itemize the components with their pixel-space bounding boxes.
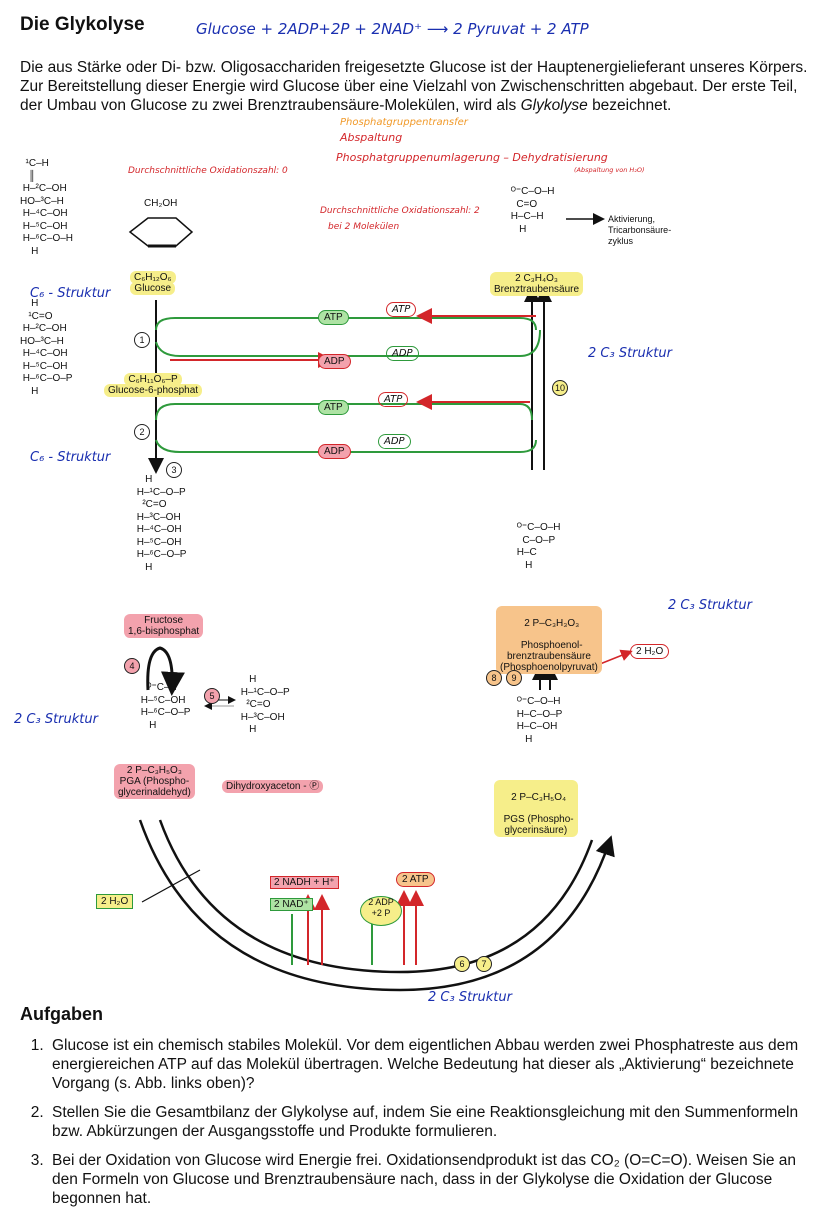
dhap-label: Dihydroxyaceton - Ⓟ	[222, 780, 324, 793]
annotation-oxidation-zero: Durchschnittliche Oxidationszahl: 0	[128, 166, 288, 176]
task-item: Glucose ist ein chemisch stabiles Molekü…	[48, 1036, 810, 1093]
adp-pill-lower: ADP	[318, 444, 351, 459]
glycolysis-pathway-diagram	[138, 213, 633, 992]
intro-paragraph: Die aus Stärke oder Di- bzw. Oligosaccha…	[20, 59, 808, 114]
tasks-heading: Aufgaben	[20, 1004, 103, 1024]
annotation-c6-structure-2: C₆ - Struktur	[30, 450, 111, 465]
g6p-label: C₆H₁₁O₆–P Glucose-6-phosphat	[104, 373, 203, 397]
glucose-ring-label: CH₂OH	[144, 198, 178, 209]
fructose-chain-structure: H H–¹C–O–P ²C=O H–³C–OH H–⁴C–OH H–⁵C–OH …	[136, 474, 187, 573]
step-1-marker: 1	[134, 332, 150, 348]
pgs-chain-structure: ᴼ⁼C–O–H H–C–O–P H–C–OH H	[516, 696, 563, 745]
loop-green-upper-2	[155, 329, 541, 357]
annotation-c3-structure-right: 2 C₃ Struktur	[588, 346, 672, 361]
pyruvate-label: 2 C₃H₄O₃ Brenztraubensäure	[490, 272, 584, 296]
arrow-cleavage	[146, 646, 185, 696]
atp-pill-upper: ATP	[318, 310, 349, 325]
step-8-marker: 8	[486, 670, 502, 686]
pga-label: 2 P–C₃H₅O₃ PGA (Phospho- glycerinaldehyd…	[114, 764, 195, 799]
step-9-marker: 9	[506, 670, 522, 686]
g6p-chain-structure: H ¹C=O H–²C–OH HO–³C–H H–⁴C–OH H–⁵C–OH H…	[20, 298, 73, 397]
curve-pga-to-pgs-a	[138, 819, 615, 992]
nad-box: 2 NAD⁺	[270, 898, 313, 911]
annotation-wasser: (Abspaltung von H₂O)	[574, 166, 645, 174]
h2o-box-left: 2 H₂O	[96, 894, 134, 909]
annotation-c3-structure-right-2: 2 C₃ Struktur	[668, 598, 752, 613]
activation-label: Aktivierung, Tricarbonsäure- zyklus	[608, 214, 672, 246]
adp-bubble: 2 ADP +2 P	[360, 896, 402, 926]
gap-chain-structure: ᴼ⁼C–H H–⁵C–OH H–⁶C–O–P H	[140, 682, 191, 731]
task-item: Bei der Oxidation von Glucose wird Energ…	[48, 1151, 810, 1208]
pgs-label: 2 P–C₃H₅O₄ PGS (Phospho- glycerinsäure)	[494, 780, 578, 837]
curve-pga-to-pgs-b	[158, 819, 594, 974]
atp-bubble: 2 ATP	[396, 872, 435, 887]
h2o-box-right: 2 H₂O	[630, 644, 670, 659]
step-6-marker: 6	[454, 956, 470, 972]
page-title: Die Glykolyse	[20, 14, 145, 35]
step-7-marker: 7	[476, 956, 492, 972]
annotation-abspaltung: Abspaltung	[340, 131, 403, 144]
pyruvate-chain-structure: ᴼ⁼C–O–H C=O H–C–H H	[510, 186, 555, 235]
glucose-label: C₆H₁₂O₆ Glucose	[130, 271, 176, 295]
atp-handwritten-upper: ATP	[386, 302, 417, 317]
tasks-list: Glucose ist ein chemisch stabiles Molekü…	[20, 1036, 810, 1218]
adp-pill-upper: ADP	[318, 354, 351, 369]
step-10-marker: 10	[552, 380, 568, 396]
annotation-c3-structure-left: 2 C₃ Struktur	[14, 712, 98, 727]
annotation-c3-structure-bottom: 2 C₃ Struktur	[428, 990, 512, 1005]
annotation-c6-structure-1: C₆ - Struktur	[30, 286, 111, 301]
adp-handwritten-lower: ADP	[378, 434, 411, 449]
glucose-chain-structure: ¹C–H ║ H–²C–OH HO–³C–H H–⁴C–OH H–⁵C–OH H…	[20, 158, 74, 257]
pep-label: 2 P–C₃H₃O₃ Phosphoenol- brenztraubensäur…	[496, 606, 602, 674]
annotation-phosphate-transfer: Phosphatgruppentransfer	[340, 117, 468, 128]
step-2-marker: 2	[134, 424, 150, 440]
step-4-marker: 4	[124, 658, 140, 674]
nadh-box: 2 NADH + H⁺	[270, 876, 339, 889]
annotation-oxidation-two: Durchschnittliche Oxidationszahl: 2	[320, 206, 480, 216]
annotation-umlagerung: Phosphatgruppenumlagerung – Dehydratisie…	[336, 151, 608, 164]
fructose-label: Fructose 1,6-bisphosphat	[124, 614, 204, 638]
dhap-chain-structure: H H–¹C–O–P ²C=O H–³C–OH H	[240, 674, 290, 735]
task-item: Stellen Sie die Gesamtbilanz der Glykoly…	[48, 1103, 810, 1141]
glucose-ring-structure	[128, 217, 194, 248]
atp-pill-lower: ATP	[318, 400, 349, 415]
adp-handwritten-upper: ADP	[386, 346, 419, 361]
line-h2o-in	[141, 869, 201, 903]
glycolysis-equation: Glucose + 2ADP+2P + 2NAD⁺ ⟶ 2 Pyruvat + …	[196, 20, 589, 38]
atp-handwritten-lower: ATP	[378, 392, 409, 407]
step-5-marker: 5	[204, 688, 220, 704]
annotation-two-molecules: bei 2 Molekülen	[328, 222, 400, 232]
pep-chain-structure: ᴼ⁼C–O–H C–O–P H–C H	[516, 522, 561, 571]
step-3-marker: 3	[166, 462, 182, 478]
